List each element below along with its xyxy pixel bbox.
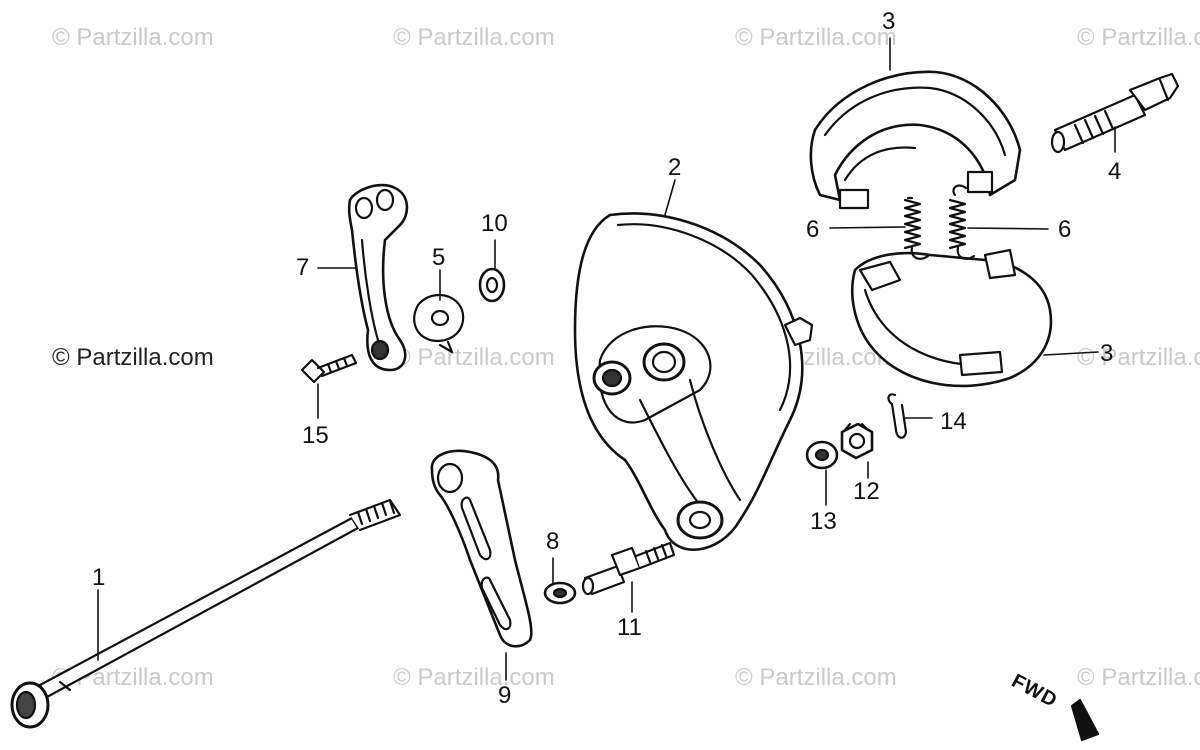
callout-15: 15 — [302, 422, 329, 449]
callout-3-lower: 3 — [1100, 340, 1114, 367]
part-castle-nut — [840, 422, 874, 460]
part-washer-8 — [543, 581, 577, 605]
part-brake-cam — [1050, 72, 1180, 154]
leader-lines — [97, 37, 1116, 681]
watermark: © Partzilla.com — [52, 344, 214, 371]
fwd-arrow-icon — [1070, 698, 1100, 742]
part-washer-10 — [478, 267, 506, 303]
part-spring-left — [903, 196, 930, 260]
watermark: © Partzilla.com — [393, 344, 555, 371]
part-brake-shoe-upper — [809, 70, 1022, 210]
part-stud-bolt — [581, 541, 676, 596]
callout-11: 11 — [617, 614, 642, 641]
part-brake-panel — [573, 212, 814, 551]
watermark: © Partzilla.com — [1077, 664, 1200, 691]
watermark: © Partzilla.com — [52, 24, 214, 51]
part-brake-shoe-lower — [851, 248, 1053, 388]
callout-3-upper: 3 — [882, 8, 896, 35]
part-torque-link — [430, 449, 533, 648]
callout-12: 12 — [853, 478, 880, 505]
part-axle — [10, 498, 402, 729]
part-washer-13 — [805, 440, 839, 470]
watermark: © Partzilla.com — [1077, 24, 1200, 51]
callout-13: 13 — [810, 508, 837, 535]
callout-1: 1 — [92, 564, 106, 591]
callout-14: 14 — [940, 408, 967, 435]
callout-8: 8 — [546, 528, 560, 555]
watermark: © Partzilla.com — [393, 664, 555, 691]
callout-5: 5 — [432, 244, 446, 271]
part-brake-arm — [347, 183, 409, 372]
callout-6-right: 6 — [1058, 216, 1072, 243]
callout-6-left: 6 — [806, 216, 820, 243]
part-cotter-pin — [887, 393, 908, 439]
part-bolt-15 — [300, 353, 358, 384]
callout-4: 4 — [1108, 158, 1122, 185]
callout-7: 7 — [296, 254, 310, 281]
watermark: © Partzilla.com — [1077, 344, 1200, 371]
callout-2: 2 — [668, 154, 682, 181]
watermark: © Partzilla.com — [735, 24, 897, 51]
part-spring-right — [948, 184, 976, 260]
callout-9: 9 — [498, 682, 512, 709]
callout-10: 10 — [481, 210, 508, 237]
part-lock-washer — [413, 294, 465, 354]
watermark: © Partzilla.com — [735, 664, 897, 691]
watermark: © Partzilla.com — [393, 24, 555, 51]
